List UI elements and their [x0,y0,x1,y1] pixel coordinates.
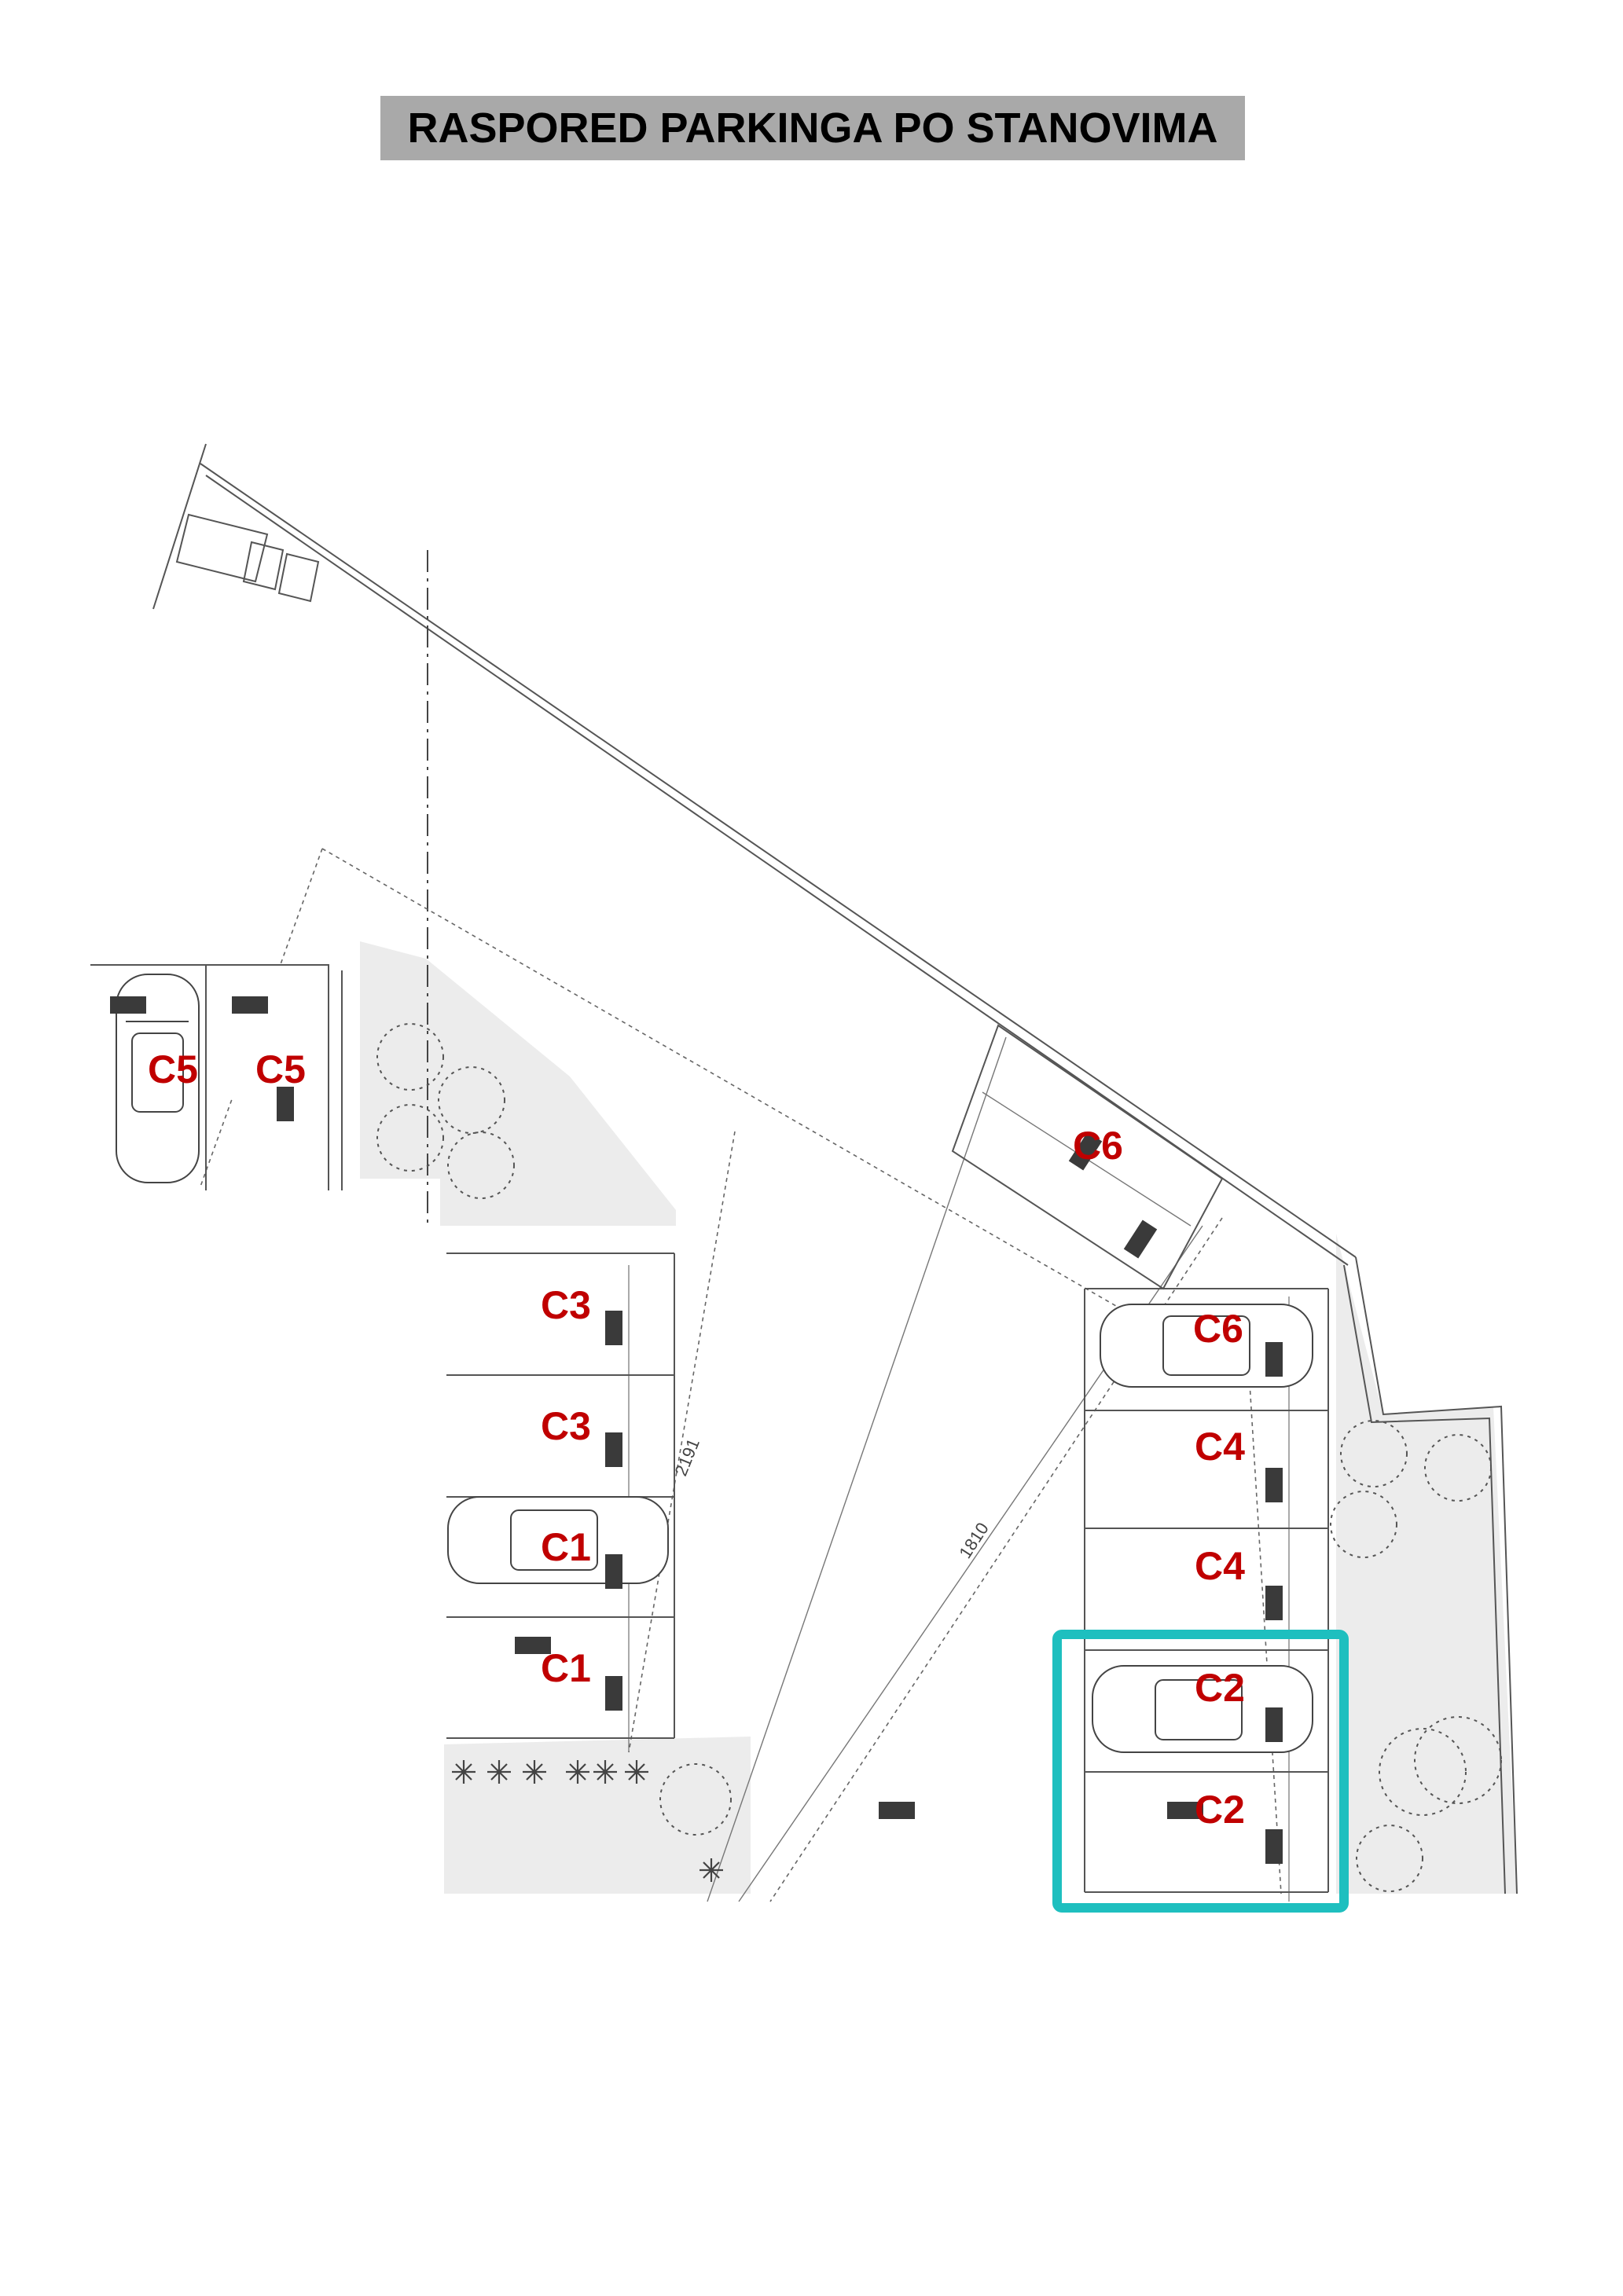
spot-label-c6a: C6 [1073,1124,1123,1168]
dimension-label-2191: 2191 [670,1436,703,1479]
dotted-guide-1 [321,848,1250,1384]
palm-icon [625,1760,648,1784]
east-wall-inner [1343,1264,1506,1894]
tree-icon [447,1131,515,1199]
palm-icon [452,1760,476,1784]
car-roof [1162,1315,1250,1376]
tree-icon [1414,1716,1502,1804]
car-roof [131,1032,184,1113]
marker [1068,1131,1103,1171]
spot-label-c2b: C2 [1195,1788,1245,1832]
tree-icon [1340,1420,1408,1487]
palm-symbols [452,1760,723,1882]
dimension-line-2191 [707,1036,1007,1902]
tree-icon [376,1104,444,1172]
car-roof [510,1509,598,1571]
boundary-north [152,443,207,610]
marker [1265,1586,1283,1620]
marker [1123,1220,1158,1259]
marker [1167,1802,1203,1819]
tree-symbols [376,1023,1502,1892]
marker [1265,1468,1283,1502]
small-shed-3 [277,552,320,603]
tree-icon [438,1066,505,1134]
marker [232,996,268,1014]
spot-label-c1a: C1 [541,1525,591,1569]
tree-icon [1379,1728,1467,1816]
spot-label-c3b: C3 [541,1404,591,1448]
parking-markers [110,996,1283,1864]
tree-icon [1424,1434,1492,1502]
green-area-left [360,941,676,1226]
marker [1265,1342,1283,1377]
spot-label-c1b: C1 [541,1646,591,1690]
palm-icon [487,1760,511,1784]
marker [605,1432,622,1467]
boundary-diagonal-inner [205,475,1349,1266]
spot-label-c3a: C3 [541,1283,591,1327]
palm-icon [523,1760,546,1784]
small-shed-1 [175,513,269,583]
marker [277,1087,294,1121]
spot-label-c4a: C4 [1195,1425,1245,1469]
marker [879,1802,915,1819]
boundary-diagonal-outer [200,463,1357,1258]
tree-icon [659,1763,732,1836]
tree-icon [1330,1491,1397,1558]
palm-icon [566,1760,589,1784]
dotted-guide-4 [1249,1382,1282,1894]
spot-labels: C5 C5 C6 C6 C3 C3 C1 C1 C4 C4 C2 C2 [148,1047,1245,1832]
car-roof [1155,1679,1243,1740]
car-icon-c6 [1100,1304,1313,1388]
spot-label-c4b: C4 [1195,1544,1245,1588]
highlight-frame [1052,1630,1349,1913]
spot-label-c6b: C6 [1193,1307,1243,1351]
east-wall-outer [1355,1256,1518,1894]
marker [515,1637,551,1654]
green-area-right [1336,1234,1517,1894]
car-icon-c2 [1092,1665,1313,1753]
spot-label-c5a: C5 [148,1047,198,1091]
car-icon-c5 [116,974,200,1183]
marker [605,1554,622,1589]
marker [110,996,146,1014]
marker [1265,1829,1283,1864]
dotted-guide-2 [200,848,323,1187]
tree-icon [376,1023,444,1091]
boundary-lines [152,443,1518,1894]
palm-icon [700,1858,723,1882]
marker [605,1676,622,1711]
spot-label-c5b: C5 [255,1047,306,1091]
small-shed-2 [242,541,285,591]
green-area-bottom [444,1737,751,1894]
palm-icon [593,1760,617,1784]
page-title: RASPORED PARKINGA PO STANOVIMA [380,96,1245,160]
marker [605,1311,622,1345]
spot-label-c2a: C2 [1195,1666,1245,1710]
parking-row-right [951,1024,1329,1902]
tree-icon [1356,1825,1423,1892]
dotted-guide-3 [628,1131,736,1753]
marker [1265,1707,1283,1742]
